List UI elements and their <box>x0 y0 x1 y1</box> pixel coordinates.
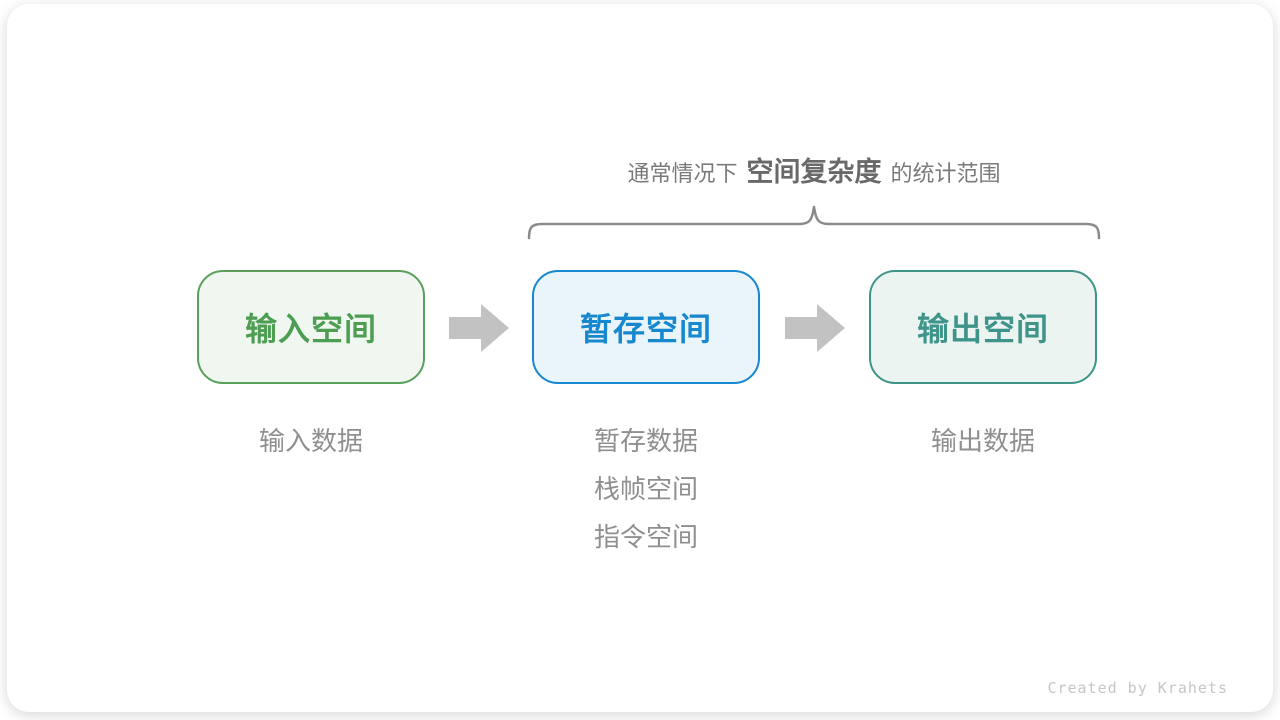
temporary-space-item-list: 暂存数据 栈帧空间 指令空间 <box>532 417 760 561</box>
scope-title-suffix: 的统计范围 <box>890 161 1001 186</box>
temporary-space-label: 暂存空间 <box>579 311 712 347</box>
list-item: 输入数据 <box>258 426 363 456</box>
output-space-item-list: 输出数据 <box>869 417 1097 465</box>
input-space-item-list: 输入数据 <box>197 417 425 465</box>
list-item: 暂存数据 <box>593 426 698 456</box>
scope-title-highlight: 空间复杂度 <box>746 157 882 187</box>
input-space-label: 输入空间 <box>244 311 377 347</box>
arrow-right-icon <box>449 304 509 352</box>
list-item: 指令空间 <box>593 522 698 552</box>
curly-brace-icon <box>527 205 1101 240</box>
credit-text: Created by Krahets <box>1047 679 1228 697</box>
input-space-box: 输入空间 <box>197 270 425 384</box>
scope-title: 通常情况下空间复杂度的统计范围 <box>527 150 1101 189</box>
diagram-card: 通常情况下空间复杂度的统计范围 输入空间 暂存空间 输出空间 输入数据 暂存数据… <box>7 4 1273 712</box>
list-item: 栈帧空间 <box>593 474 698 504</box>
list-item: 输出数据 <box>930 426 1035 456</box>
output-space-box: 输出空间 <box>869 270 1097 384</box>
arrow-right-icon <box>785 304 845 352</box>
output-space-label: 输出空间 <box>916 311 1049 347</box>
temporary-space-box: 暂存空间 <box>532 270 760 384</box>
scope-title-prefix: 通常情况下 <box>627 161 738 186</box>
